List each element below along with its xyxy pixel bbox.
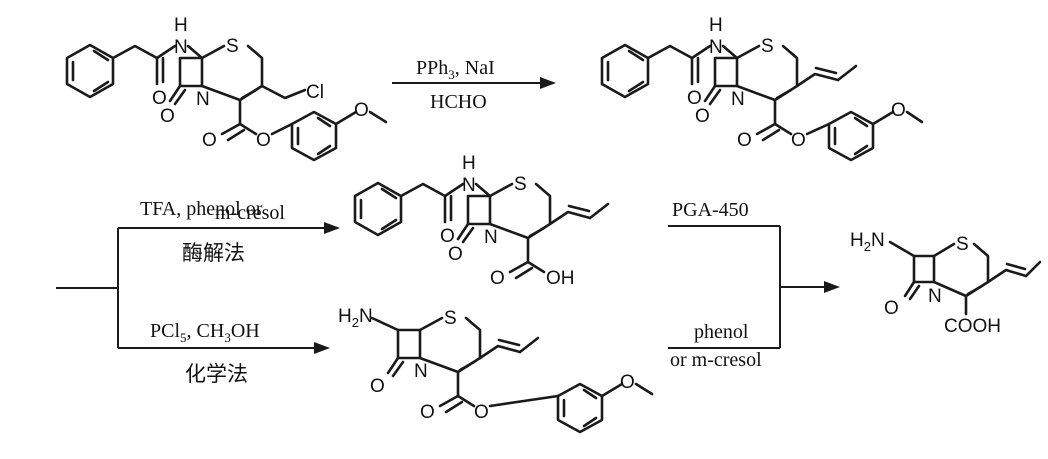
reagent-pcl5-ch3oh: PCl5, CH3OH [150,320,260,345]
atom-o-amide: O [152,88,167,109]
atom-s: S [444,308,457,329]
atom-o-lactam: O [448,244,463,265]
compound-vinyl-acid: N H S N O O O OH [353,153,610,289]
atom-o-ester: O [791,130,806,151]
atom-h-amide: H [462,153,476,174]
atom-o-carbonyl: O [420,402,435,423]
atom-s: S [956,234,969,255]
compound-product-amino-acid: H2N S N O COOH [850,230,1042,337]
atom-n-amide: N [462,175,476,196]
label-enzymatic-method: 酶解法 [182,241,245,265]
atom-o-methoxy: O [354,100,369,121]
arrow-step-wittig: PPh3, NaI HCHO [392,57,556,113]
reagent-pga-450: PGA-450 [672,199,749,221]
atom-o-lactam: O [695,106,710,127]
atom-h2n: H2N [850,230,885,254]
atom-o-amide: O [687,88,702,109]
reagent-or-m-cresol: or m-cresol [670,349,762,371]
atom-n-amide: N [174,37,188,58]
arrow-converge-right: PGA-450 phenol or m-cresol [668,199,840,371]
compound-amino-vinyl-ester: H2N S N O O O O [338,306,654,434]
atom-o-methoxy: O [891,100,906,121]
atom-o-ester: O [256,130,271,151]
compound-chloromethyl-ester: N H S N O O Cl O O O [65,15,388,162]
arrow-branch-left: TFA, phenol or m-cresol 酶解法 PCl5, CH3OH … [56,198,340,386]
atom-n-amide: N [709,37,723,58]
atom-o-ester: O [474,402,489,423]
reagent-pph3-nai: PPh3, NaI [416,57,495,82]
reagent-m-cresol: m-cresol [215,202,285,224]
atom-s: S [514,174,527,195]
atom-s: S [761,36,774,57]
atom-n-ring: N [928,286,942,307]
atom-o-lactam: O [370,376,385,397]
atom-cl: Cl [306,82,324,103]
atom-o-carbonyl: O [737,130,752,151]
atom-h-amide: H [174,15,188,36]
atom-o-carbonyl: O [202,130,217,151]
atom-oh: OH [546,268,575,289]
atom-o-amide: O [440,226,455,247]
label-chemical-method: 化学法 [185,362,248,386]
atom-o-carbonyl: O [490,268,505,289]
atom-cooh: COOH [944,316,1001,337]
reagent-tfa-phenol: TFA, phenol or [140,198,263,220]
atom-s: S [226,36,239,57]
atom-h2n: H2N [338,306,373,330]
atom-n-ring: N [484,227,498,248]
atom-h-amide: H [709,15,723,36]
compound-vinyl-ester: N H S N O O O O O [600,15,924,162]
atom-n-ring: N [414,361,428,382]
atom-n-ring: N [731,89,745,110]
atom-o-lactam: O [160,106,175,127]
atom-o-lactam: O [884,298,899,319]
atom-o-methoxy: O [620,372,635,393]
reagent-hcho: HCHO [430,91,487,113]
atom-n-ring: N [196,89,210,110]
reagent-phenol: phenol [694,321,749,343]
